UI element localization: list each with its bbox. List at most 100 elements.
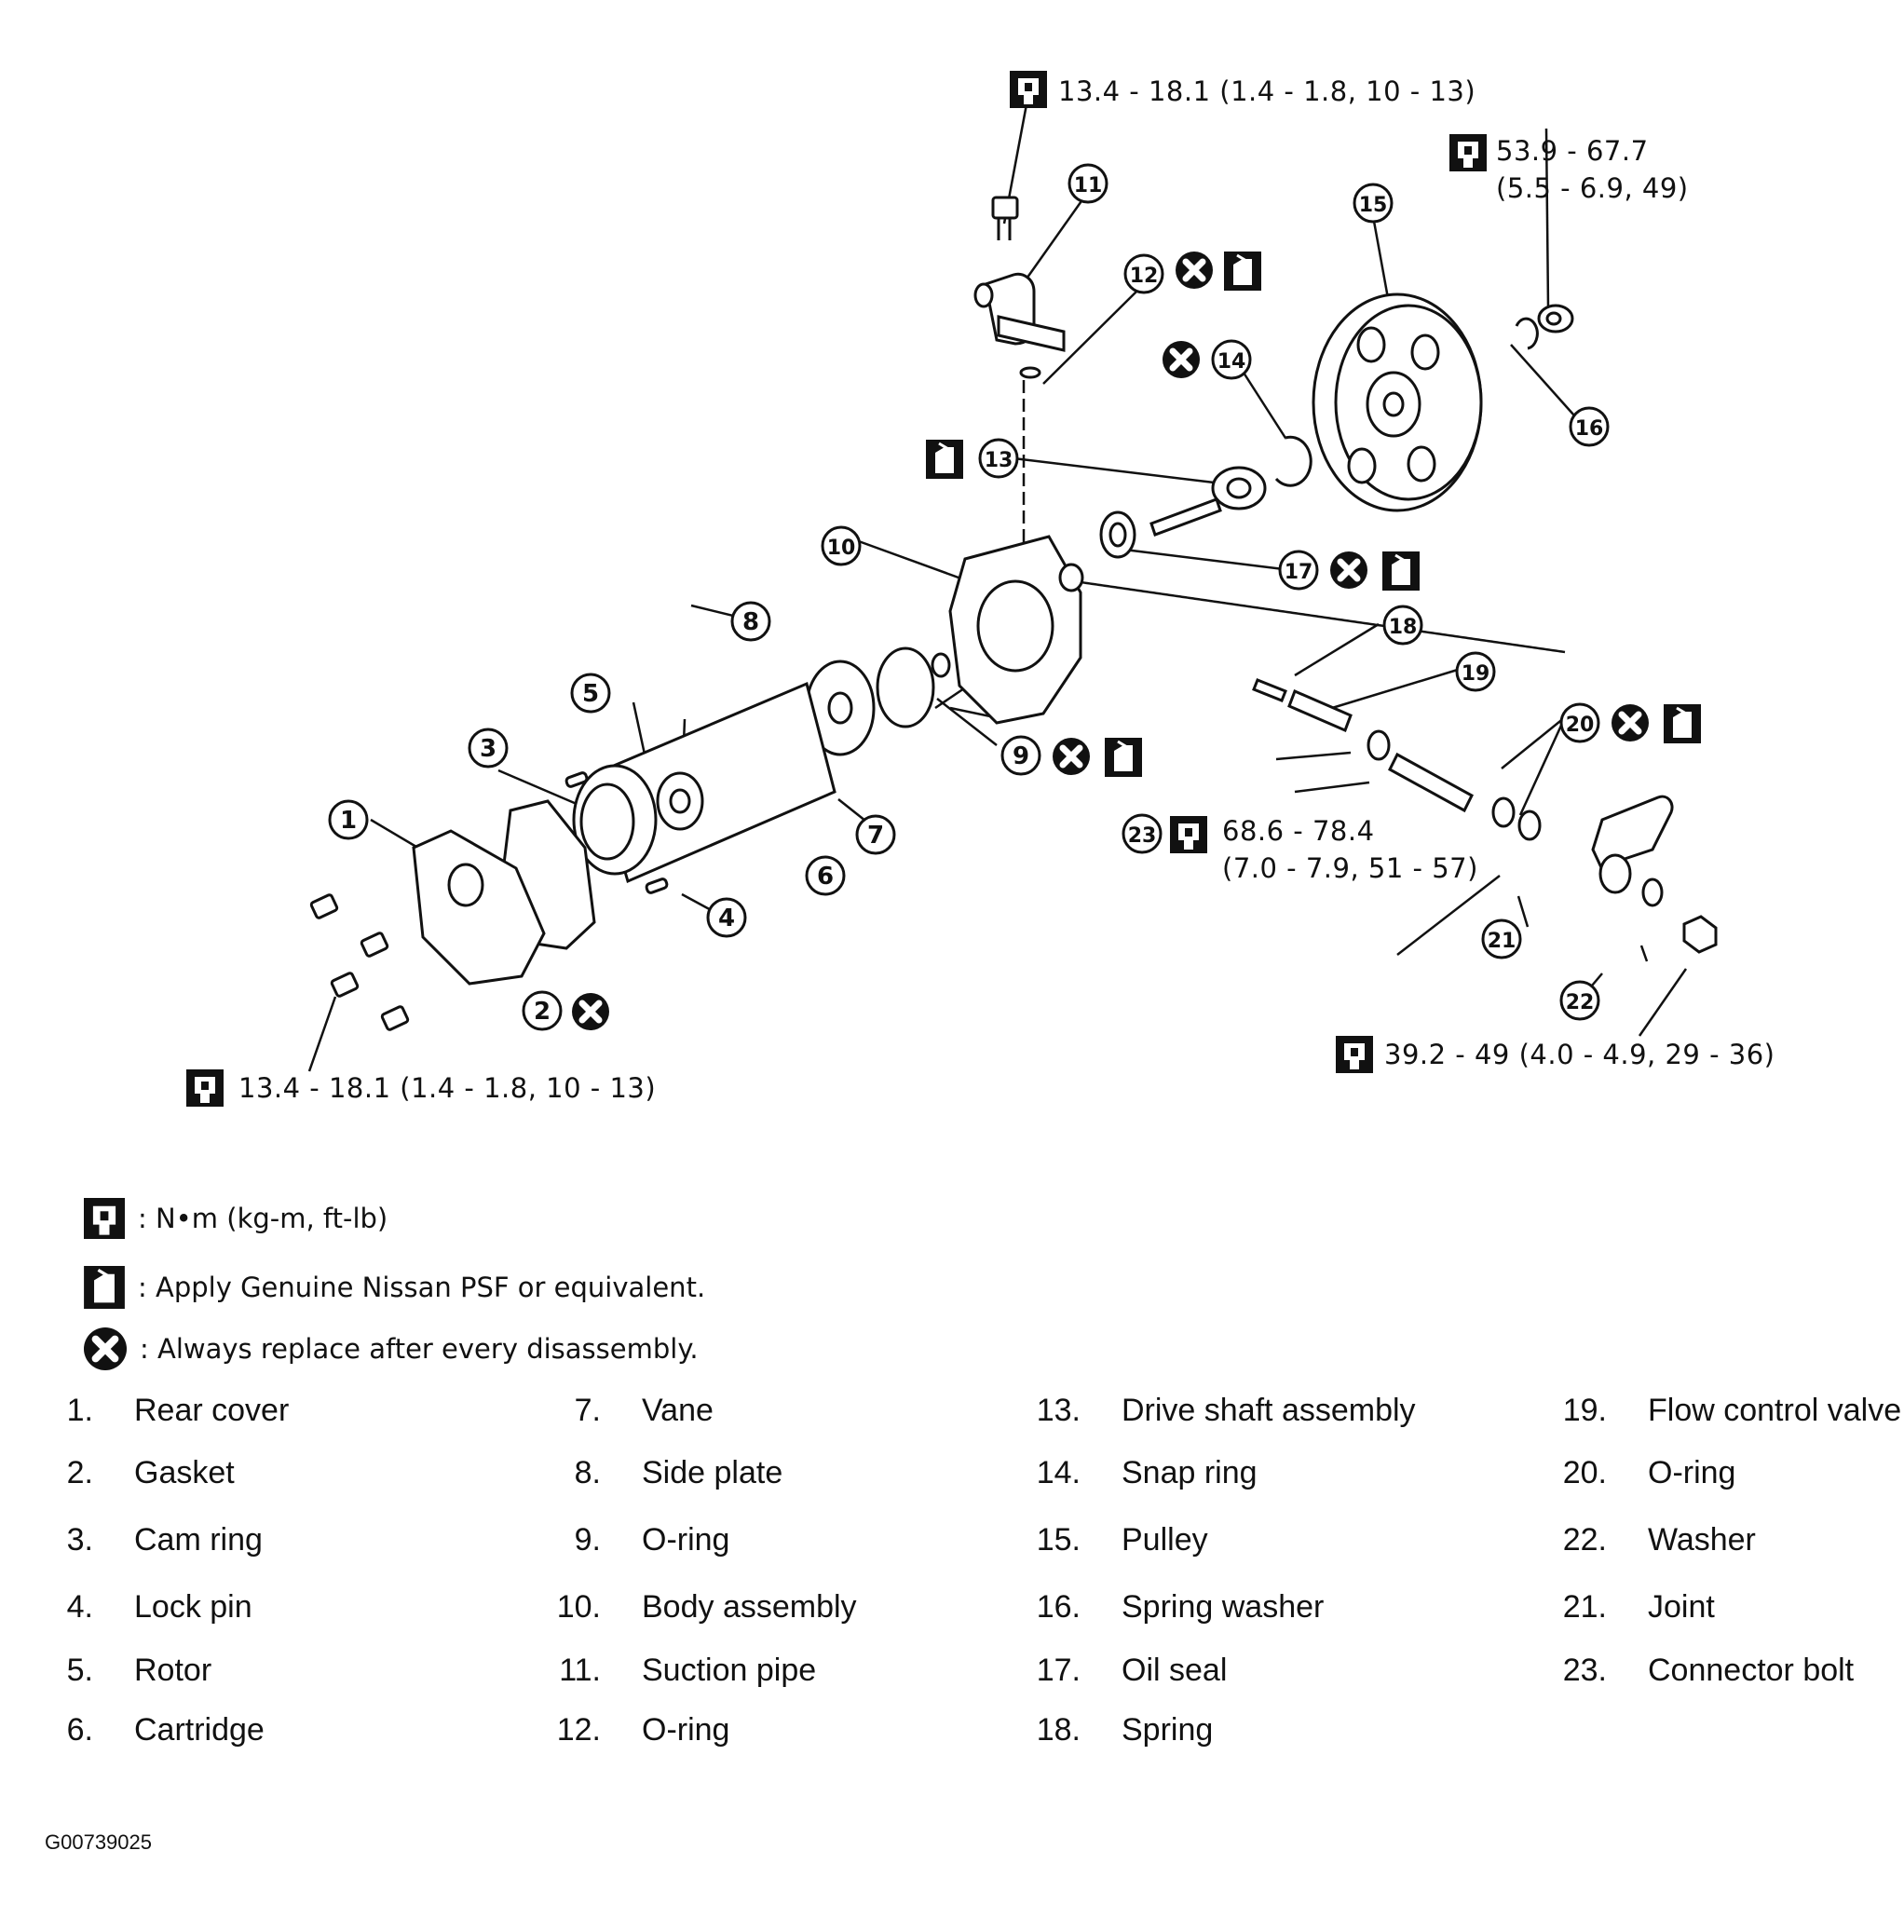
legend-replace: : Always replace after every disassembly… xyxy=(84,1327,699,1371)
figure-code: G00739025 xyxy=(45,1830,152,1854)
callout-4: 4 xyxy=(706,897,747,938)
torque-wrench-icon xyxy=(1170,816,1207,853)
parts-list-item: 5.Rotor xyxy=(19,1653,212,1689)
part-number: 10. xyxy=(556,1589,601,1625)
part-name: Joint xyxy=(1648,1589,1715,1625)
replace-x-icon xyxy=(1612,704,1649,742)
callout-number: 16 xyxy=(1575,417,1604,441)
torque-spec-line: 68.6 - 78.4 xyxy=(1222,815,1375,847)
callout-number: 7 xyxy=(867,822,884,850)
part-name: Snap ring xyxy=(1122,1455,1258,1490)
part-number: 15. xyxy=(1036,1522,1081,1558)
callout-number: 5 xyxy=(582,680,599,708)
parts-list-item: 12.O-ring xyxy=(526,1712,730,1748)
part-name: Rotor xyxy=(134,1653,212,1688)
callout-number: 8 xyxy=(742,608,759,636)
torque-spec-line: 53.9 - 67.7 xyxy=(1496,135,1649,167)
torque-spec-pulley-nut: 53.9 - 67.7 (5.5 - 6.9, 49) xyxy=(1496,132,1689,207)
parts-list-item: 4. Lock pin xyxy=(19,1589,252,1626)
torque-spec-line: (5.5 - 6.9, 49) xyxy=(1496,172,1689,204)
fluid-can-icon xyxy=(1662,702,1703,745)
replace-x-icon xyxy=(84,1327,127,1370)
parts-list-item: 9.O-ring xyxy=(526,1522,730,1558)
callout-2: 2 xyxy=(522,990,563,1031)
parts-list-item: 10.Body assembly xyxy=(526,1589,857,1626)
fluid-can-icon xyxy=(1222,250,1263,293)
callout-number: 12 xyxy=(1130,265,1159,288)
callout-22: 22 xyxy=(1559,980,1600,1021)
callout-number: 22 xyxy=(1566,991,1595,1014)
part-number: 22. xyxy=(1562,1522,1607,1558)
part-number: 1. xyxy=(66,1393,93,1428)
part-name: Pulley xyxy=(1122,1522,1208,1558)
fluid-can-icon xyxy=(924,438,965,481)
part-number: 19. xyxy=(1562,1393,1607,1428)
part-name: Washer xyxy=(1648,1522,1756,1558)
callout-number: 21 xyxy=(1488,930,1516,953)
callout-number: 20 xyxy=(1566,714,1595,737)
parts-list-item: 14. Snap ring xyxy=(1006,1455,1258,1491)
callout-number: 4 xyxy=(718,905,735,932)
part-name: Cam ring xyxy=(134,1522,263,1558)
callout-19: 19 xyxy=(1455,651,1496,692)
torque-spec-joint-nut: 39.2 - 49 (4.0 - 4.9, 29 - 36) xyxy=(1384,1039,1775,1070)
part-number: 11. xyxy=(559,1653,601,1688)
torque-wrench-icon xyxy=(1336,1036,1373,1073)
part-name: Rear cover xyxy=(134,1393,290,1428)
part-name: Cartridge xyxy=(134,1712,265,1748)
parts-list-item: 8.Side plate xyxy=(526,1455,783,1491)
callout-number: 3 xyxy=(480,735,496,763)
part-number: 20. xyxy=(1562,1455,1607,1490)
replace-x-icon xyxy=(1163,341,1200,378)
part-name: O-ring xyxy=(1648,1455,1736,1490)
callout-18: 18 xyxy=(1382,605,1423,646)
part-number: 12. xyxy=(556,1712,601,1748)
part-name: Vane xyxy=(642,1393,714,1428)
part-number: 14. xyxy=(1036,1455,1081,1490)
part-number: 3. xyxy=(66,1522,93,1558)
callout-number: 6 xyxy=(817,863,834,891)
part-number: 2. xyxy=(66,1455,93,1490)
callout-13: 13 xyxy=(978,438,1019,479)
parts-list-item: 7. Vane xyxy=(526,1393,714,1429)
fluid-can-icon xyxy=(1380,550,1421,592)
callout-8: 8 xyxy=(730,601,771,642)
part-name: Lock pin xyxy=(134,1589,252,1625)
callout-12: 12 xyxy=(1123,253,1164,294)
callout-10: 10 xyxy=(821,525,862,566)
callout-14: 14 xyxy=(1211,339,1252,380)
fluid-can-icon xyxy=(1103,736,1144,779)
part-number: 18. xyxy=(1036,1712,1081,1748)
callout-21: 21 xyxy=(1481,918,1522,959)
part-number: 9. xyxy=(574,1522,601,1558)
replace-x-icon xyxy=(572,993,609,1030)
parts-list-item: 6.Cartridge xyxy=(19,1712,265,1748)
parts-list-item: 16.Spring washer xyxy=(1006,1589,1325,1626)
part-number: 13. xyxy=(1036,1393,1081,1428)
legend-fluid-text: : Apply Genuine Nissan PSF or equivalent… xyxy=(138,1272,706,1303)
part-name: Spring washer xyxy=(1122,1589,1325,1625)
callout-number: 17 xyxy=(1285,561,1313,584)
replace-x-icon xyxy=(1330,551,1367,589)
parts-list-item: 20. O-ring xyxy=(1532,1455,1736,1491)
callout-20: 20 xyxy=(1559,702,1600,743)
torque-wrench-icon xyxy=(1010,71,1047,108)
parts-list-item: 23.Connector bolt xyxy=(1532,1653,1854,1689)
callout-number: 23 xyxy=(1128,824,1157,848)
callout-11: 11 xyxy=(1068,163,1108,204)
torque-spec-line: (7.0 - 7.9, 51 - 57) xyxy=(1222,852,1478,884)
torque-wrench-icon xyxy=(84,1198,125,1239)
parts-list-item: 19.Flow control valve xyxy=(1532,1393,1901,1429)
callout-5: 5 xyxy=(570,673,611,714)
part-name: Drive shaft assembly xyxy=(1122,1393,1416,1428)
part-name: Side plate xyxy=(642,1455,783,1490)
callout-number: 18 xyxy=(1389,616,1418,639)
part-number: 4. xyxy=(66,1589,93,1625)
parts-list-item: 11.Suction pipe xyxy=(526,1653,816,1689)
torque-spec-rear-cover-bolts: 13.4 - 18.1 (1.4 - 1.8, 10 - 13) xyxy=(238,1072,657,1104)
torque-spec-connector-bolt: 68.6 - 78.4 (7.0 - 7.9, 51 - 57) xyxy=(1222,812,1478,887)
callout-15: 15 xyxy=(1353,183,1394,224)
legend-torque-text: : N•m (kg-m, ft-lb) xyxy=(138,1203,388,1234)
torque-wrench-icon xyxy=(1449,134,1487,171)
part-number: 7. xyxy=(574,1393,601,1428)
